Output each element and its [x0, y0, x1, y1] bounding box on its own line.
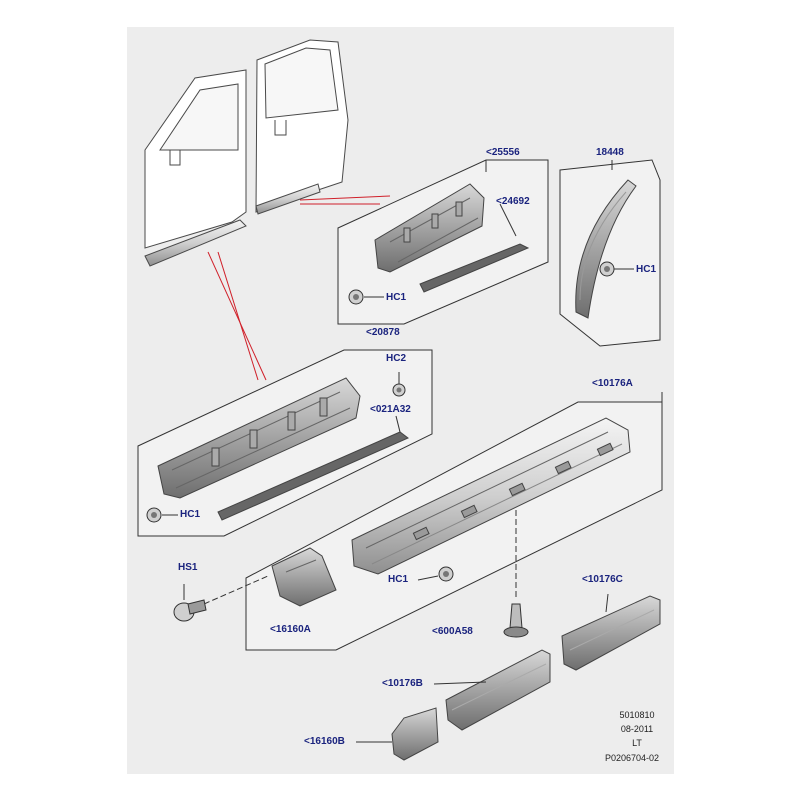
bracket-16160a [271, 547, 337, 607]
end-cap-10176c [561, 593, 661, 671]
vehicle-doors [144, 39, 349, 267]
label-600a58[interactable]: <600A58 [432, 626, 473, 637]
clip-hc1-c [146, 507, 178, 523]
label-hc2[interactable]: HC2 [386, 353, 407, 364]
label-10176b[interactable]: <10176B [382, 678, 423, 689]
label-16160b[interactable]: <16160B [304, 736, 345, 747]
running-board [351, 417, 631, 575]
label-16160a[interactable]: <16160A [270, 624, 311, 635]
clip-hc1-b [599, 261, 634, 277]
label-hs1[interactable]: HS1 [178, 562, 198, 573]
bracket-16160b [356, 707, 439, 761]
rivet-600a58 [503, 603, 529, 638]
box-18448 [559, 159, 661, 347]
wheel-arch-moulding [575, 179, 637, 319]
front-door-moulding [157, 377, 361, 499]
rear-door-sill-trim [255, 183, 321, 215]
label-24692[interactable]: <24692 [496, 196, 530, 207]
label-25556[interactable]: <25556 [486, 147, 520, 158]
front-door-sill-trim [144, 219, 247, 267]
label-hc1-d[interactable]: HC1 [388, 574, 409, 585]
label-20878[interactable]: <20878 [366, 327, 400, 338]
label-hc1-c[interactable]: HC1 [180, 509, 201, 520]
label-hc1-a[interactable]: HC1 [386, 292, 407, 303]
label-18448[interactable]: 18448 [596, 147, 624, 158]
end-cap-10176b [433, 649, 551, 731]
footer-code: 5010810 [619, 710, 655, 720]
clip-hc2 [392, 372, 406, 397]
leader-021a32 [395, 415, 401, 433]
clip-hc1-a [348, 289, 384, 305]
clip-hc1-d [417, 566, 454, 582]
leader-24692 [499, 203, 517, 237]
dashed-leader-hs1 [203, 575, 269, 605]
rear-door-moulding [374, 183, 485, 273]
front-door-seal-strip [217, 431, 409, 521]
footer-reference: P0206704-02 [604, 753, 660, 763]
label-10176a[interactable]: <10176A [592, 378, 633, 389]
label-hc1-b[interactable]: HC1 [636, 264, 657, 275]
footer-date: 08-2011 [620, 724, 654, 734]
screw-hs1 [173, 584, 207, 622]
label-10176c[interactable]: <10176C [582, 574, 623, 585]
label-021a32[interactable]: <021A32 [370, 404, 411, 415]
rear-door-seal-strip [419, 243, 530, 293]
footer-side: LT [632, 738, 642, 748]
